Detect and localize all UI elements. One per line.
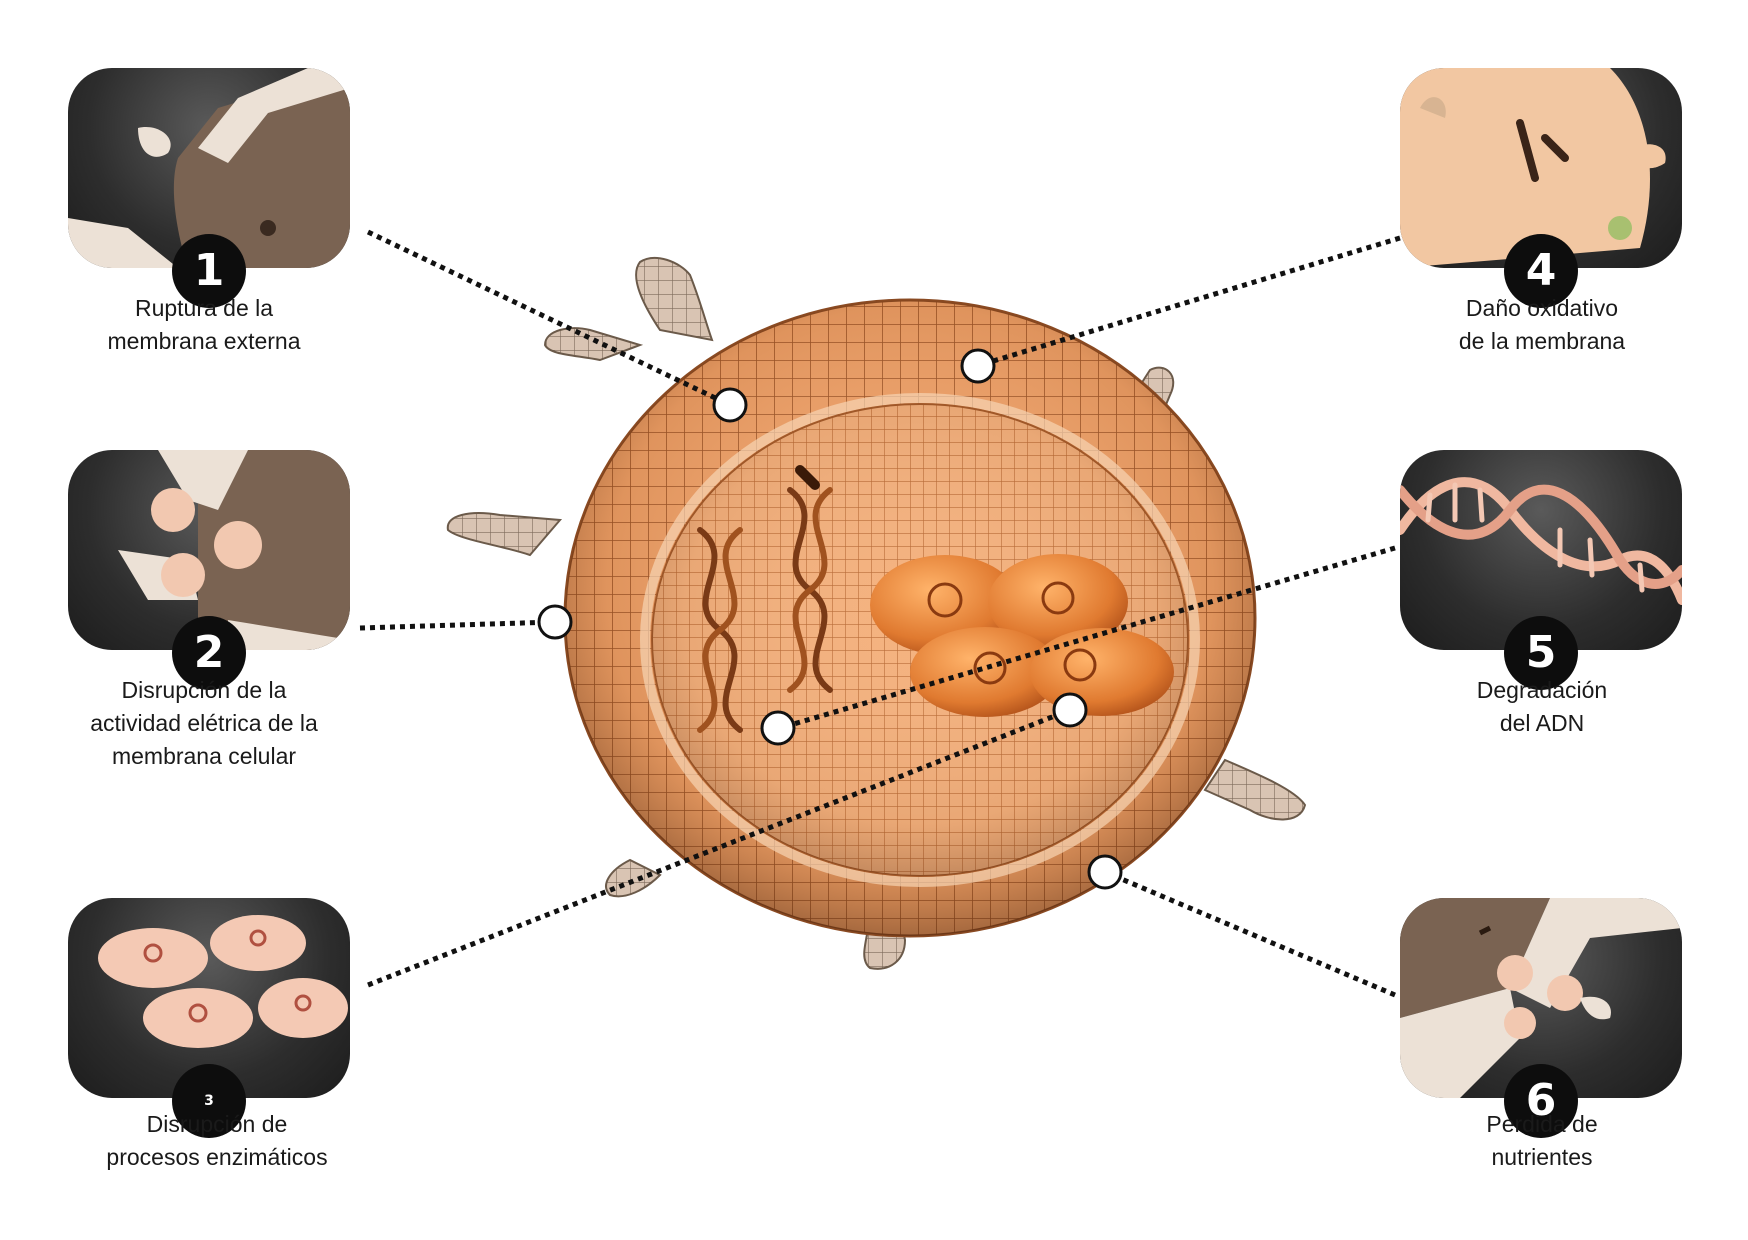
anchor-6 xyxy=(1087,854,1123,890)
caption-1: Ruptura de la membrana externa xyxy=(107,295,301,354)
connector-4 xyxy=(979,235,1401,368)
panel-electrical-activity: 2 xyxy=(68,450,350,690)
caption-4: Daño oxidativo de la membrana xyxy=(1458,295,1626,354)
connector-lines xyxy=(359,229,1401,998)
oxidative-damage-icon xyxy=(1400,68,1666,268)
nutrient-loss-icon xyxy=(1400,898,1682,1098)
anchor-4 xyxy=(960,348,996,384)
anchor-3 xyxy=(1052,692,1088,728)
electrical-activity-thumbnail xyxy=(68,450,350,650)
badge-6: 6 xyxy=(1504,1064,1578,1138)
connector-2 xyxy=(359,619,556,631)
caption-3: Disrupción de procesos enzimáticos xyxy=(106,1111,328,1170)
panel-oxidative-damage: 4 xyxy=(1400,68,1682,308)
connector-6 xyxy=(1104,869,1396,998)
electrical-activity-icon xyxy=(118,450,350,650)
badge-2: 2 xyxy=(172,616,246,690)
badge-4: 4 xyxy=(1504,234,1578,308)
caption-5: Degradación del ADN xyxy=(1476,677,1608,736)
anchor-2 xyxy=(537,604,573,640)
anchor-1 xyxy=(712,387,748,423)
membrane-rupture-thumbnail xyxy=(68,68,350,268)
enzymatic-processes-icon xyxy=(98,915,348,1048)
dna-strand-icon xyxy=(1400,477,1682,605)
dna-helix-icon xyxy=(697,465,833,733)
badge-1: 1 xyxy=(172,234,246,308)
enzyme-disc-icon xyxy=(870,554,1174,717)
anchor-5 xyxy=(760,710,796,746)
enzymatic-processes-thumbnail xyxy=(68,898,350,1098)
anchor-points xyxy=(537,348,1123,890)
caption-6: Perdida de nutrientes xyxy=(1486,1111,1598,1170)
caption-2: Disrupción de la actividad elétrica de l… xyxy=(90,677,318,769)
panel-dna-degradation: 5 xyxy=(1400,450,1682,690)
panel-outer-membrane-rupture: 1 xyxy=(68,68,350,308)
panel-nutrient-loss: 6 xyxy=(1400,898,1682,1138)
connector-1 xyxy=(366,229,732,408)
badge-5: 5 xyxy=(1504,616,1578,690)
connector-5 xyxy=(779,545,1396,731)
badge-3: 3 xyxy=(172,1064,246,1138)
panel-enzymatic-processes: 3 xyxy=(68,898,350,1138)
membrane-rupture-icon xyxy=(68,68,350,268)
